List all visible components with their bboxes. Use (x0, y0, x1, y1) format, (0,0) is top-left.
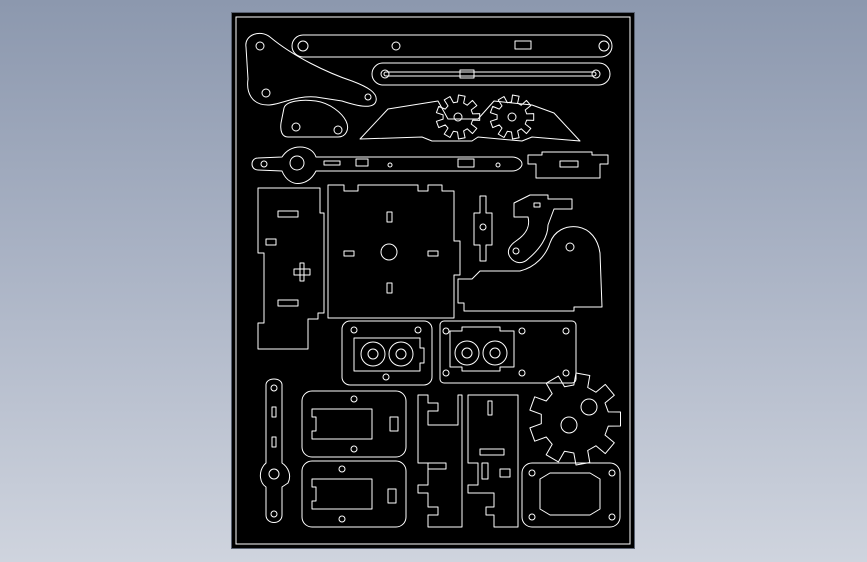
part-clamp-block (280, 99, 349, 138)
part-servo-tab (527, 151, 609, 179)
gear-hole (560, 416, 578, 434)
part-gear-left (435, 94, 481, 140)
part-cross-bracket (473, 195, 493, 262)
part-horn-bar (251, 146, 523, 184)
part-servo-mount-small (341, 320, 433, 386)
gear-outline (435, 94, 481, 140)
part-servo-mount-large (439, 320, 577, 384)
part-long-link-slotted (371, 62, 611, 86)
part-gripper-wing (359, 100, 581, 142)
gear-hole (453, 112, 463, 122)
part-servo-frame-upper (301, 390, 407, 458)
part-large-gear (529, 372, 621, 466)
sheet-border (235, 16, 631, 545)
drawing-sheet (232, 13, 634, 548)
part-gear-right (489, 94, 535, 140)
part-curved-arm (245, 32, 377, 107)
gear-outline (529, 372, 621, 466)
part-center-box-plate (327, 184, 461, 319)
cut-layout-drawing (235, 16, 631, 545)
part-vertical-horn-link (259, 378, 291, 523)
part-tab-strip-left (417, 394, 463, 528)
part-long-link-top (291, 34, 613, 58)
gear-hole (580, 398, 598, 416)
gear-hole (507, 112, 517, 122)
part-base-plate (457, 226, 603, 312)
part-tab-strip-right (467, 394, 519, 528)
gear-outline (489, 94, 535, 140)
part-servo-plate-bottom-right (521, 462, 621, 528)
part-side-plate (257, 187, 325, 350)
part-servo-frame-lower (301, 460, 407, 528)
part-elbow-bracket (507, 194, 573, 264)
